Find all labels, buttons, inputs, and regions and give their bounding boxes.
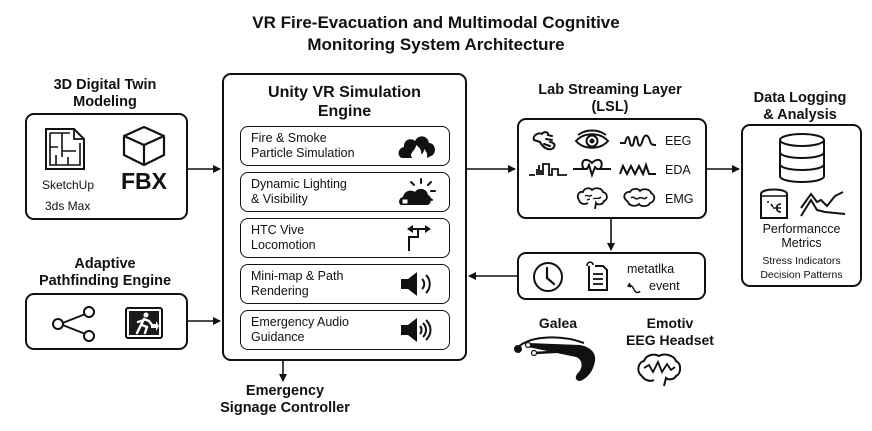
graph-share-icon [52,306,95,342]
speaker-icon [401,272,431,296]
module-label: Dynamic Lighting & Visibility [251,177,347,207]
eeg-brain-icon [637,353,682,387]
module-label-line-2: Locomotion [251,238,316,252]
lsl-heading: Lab Streaming Layer (LSL) [510,82,710,116]
emotiv-label-line-2: EEG Headset [626,332,714,348]
fire-cloud-icon [398,136,435,158]
signage-line-1: Emergency [245,383,325,399]
signage-controller-label: Emergency Signage Controller [185,383,385,417]
cube-icon [122,125,166,167]
decision-patterns-label: Decision Patterns [760,269,843,281]
unity-heading-line-2: Engine [317,103,372,120]
module-label-line-1: Emergency Audio [251,315,349,329]
sun-cloud-icon [399,178,436,205]
line-chart-icon [800,191,846,217]
diagram-title: VR Fire-Evacuation and Multimodal Cognit… [0,12,872,56]
title-line-1: VR Fire-Evacuation and Multimodal Cognit… [252,13,620,32]
module-emergency-audio: Emergency Audio Guidance [240,310,450,350]
hand-gesture-icon [532,131,556,151]
logging-heading-line-2: & Analysis [763,107,837,123]
module-label-line-1: Fire & Smoke [251,131,327,145]
modeling-box: SketchUp 3ds Max FBX [25,113,188,220]
analysis-items: Stress Indicators Decision Patterns [743,254,860,282]
logging-box: Performancce Metrics Stress Indicators D… [741,124,862,287]
metrics-line-1: Performancce [762,222,841,236]
module-fire-smoke: Fire & Smoke Particle Simulation [240,126,450,166]
signal-emg: EMG [665,192,694,206]
signage-line-2: Signage Controller [220,400,350,416]
module-minimap-path: Mini-map & Path Rendering [240,264,450,304]
modeling-heading-line-2: Modeling [73,94,137,110]
module-label: Emergency Audio Guidance [251,315,349,345]
wave-icon [620,134,657,147]
unity-engine-box: Unity VR Simulation Engine Fire & Smoke … [222,73,467,361]
module-label-line-1: Dynamic Lighting [251,177,347,191]
stress-indicators-label: Stress Indicators [762,255,841,267]
tool-sketchup: SketchUp [42,178,95,192]
pathfinding-heading-line-1: Adaptive [74,256,136,272]
galea-headset-icon [514,336,596,381]
performance-metrics-label: Performancce Metrics [743,222,860,250]
metrics-line-2: Metrics [781,236,822,250]
module-label: Mini-map & Path Rendering [251,269,343,299]
direction-arrows-icon [407,225,431,251]
logging-heading-line-1: Data Logging [753,90,847,106]
floorplan-file-icon [45,128,85,170]
module-dynamic-lighting: Dynamic Lighting & Visibility [240,172,450,212]
event-marker-box: metatlka event [517,252,706,300]
lsl-heading-line-2: (LSL) [591,99,629,115]
lsl-box: EEG EDA EMG [517,118,707,219]
event-label: event [649,279,680,293]
logging-heading: Data Logging & Analysis [735,90,865,124]
fbx-format-label: FBX [121,168,167,194]
pathfinding-heading: Adaptive Pathfinding Engine [20,256,190,290]
module-label-line-2: Rendering [251,284,309,298]
signal-eda: EDA [665,163,691,177]
eye-icon [574,129,610,149]
galea-label: Galea [538,315,578,331]
module-label-line-2: & Visibility [251,192,308,206]
modeling-heading-line-1: 3D Digital Twin [53,77,157,93]
unity-heading: Unity VR Simulation Engine [224,83,465,121]
clock-icon [533,262,563,292]
tool-3ds-max: 3ds Max [45,199,91,213]
modeling-heading: 3D Digital Twin Modeling [20,77,190,111]
heart-rate-icon [573,158,611,179]
pathfinding-box [25,293,188,350]
return-arrow-icon [626,282,641,294]
speaker-icon [401,318,432,342]
module-label-line-1: Mini-map & Path [251,269,344,283]
exit-sign-icon [125,307,163,339]
pathfinding-heading-line-2: Pathfinding Engine [38,273,172,289]
brain-icon [576,187,608,210]
module-label: HTC Vive Locomotion [251,223,316,253]
brain-outline-icon [623,187,656,208]
module-label-line-2: Guidance [251,330,305,344]
title-line-2: Monitoring System Architecture [307,35,565,54]
emotiv-label: Emotiv EEG Headset [600,315,740,349]
module-label-line-1: HTC Vive [251,223,305,237]
module-htc-vive-locomotion: HTC Vive Locomotion [240,218,450,258]
database-icon [779,133,825,183]
zigzag-wave-icon [619,161,656,177]
signal-eeg: EEG [665,134,692,148]
unity-heading-line-1: Unity VR Simulation [268,84,421,101]
module-label-line-2: Particle Simulation [251,146,355,160]
event-metadata-label: metatlka [627,262,675,276]
pulse-bars-icon [529,163,567,176]
emotiv-label-line-1: Emotiv [646,315,694,331]
lsl-heading-line-1: Lab Streaming Layer [538,82,682,98]
notepad-icon [586,261,608,291]
spreadsheet-icon [760,188,788,219]
module-label: Fire & Smoke Particle Simulation [251,131,355,161]
